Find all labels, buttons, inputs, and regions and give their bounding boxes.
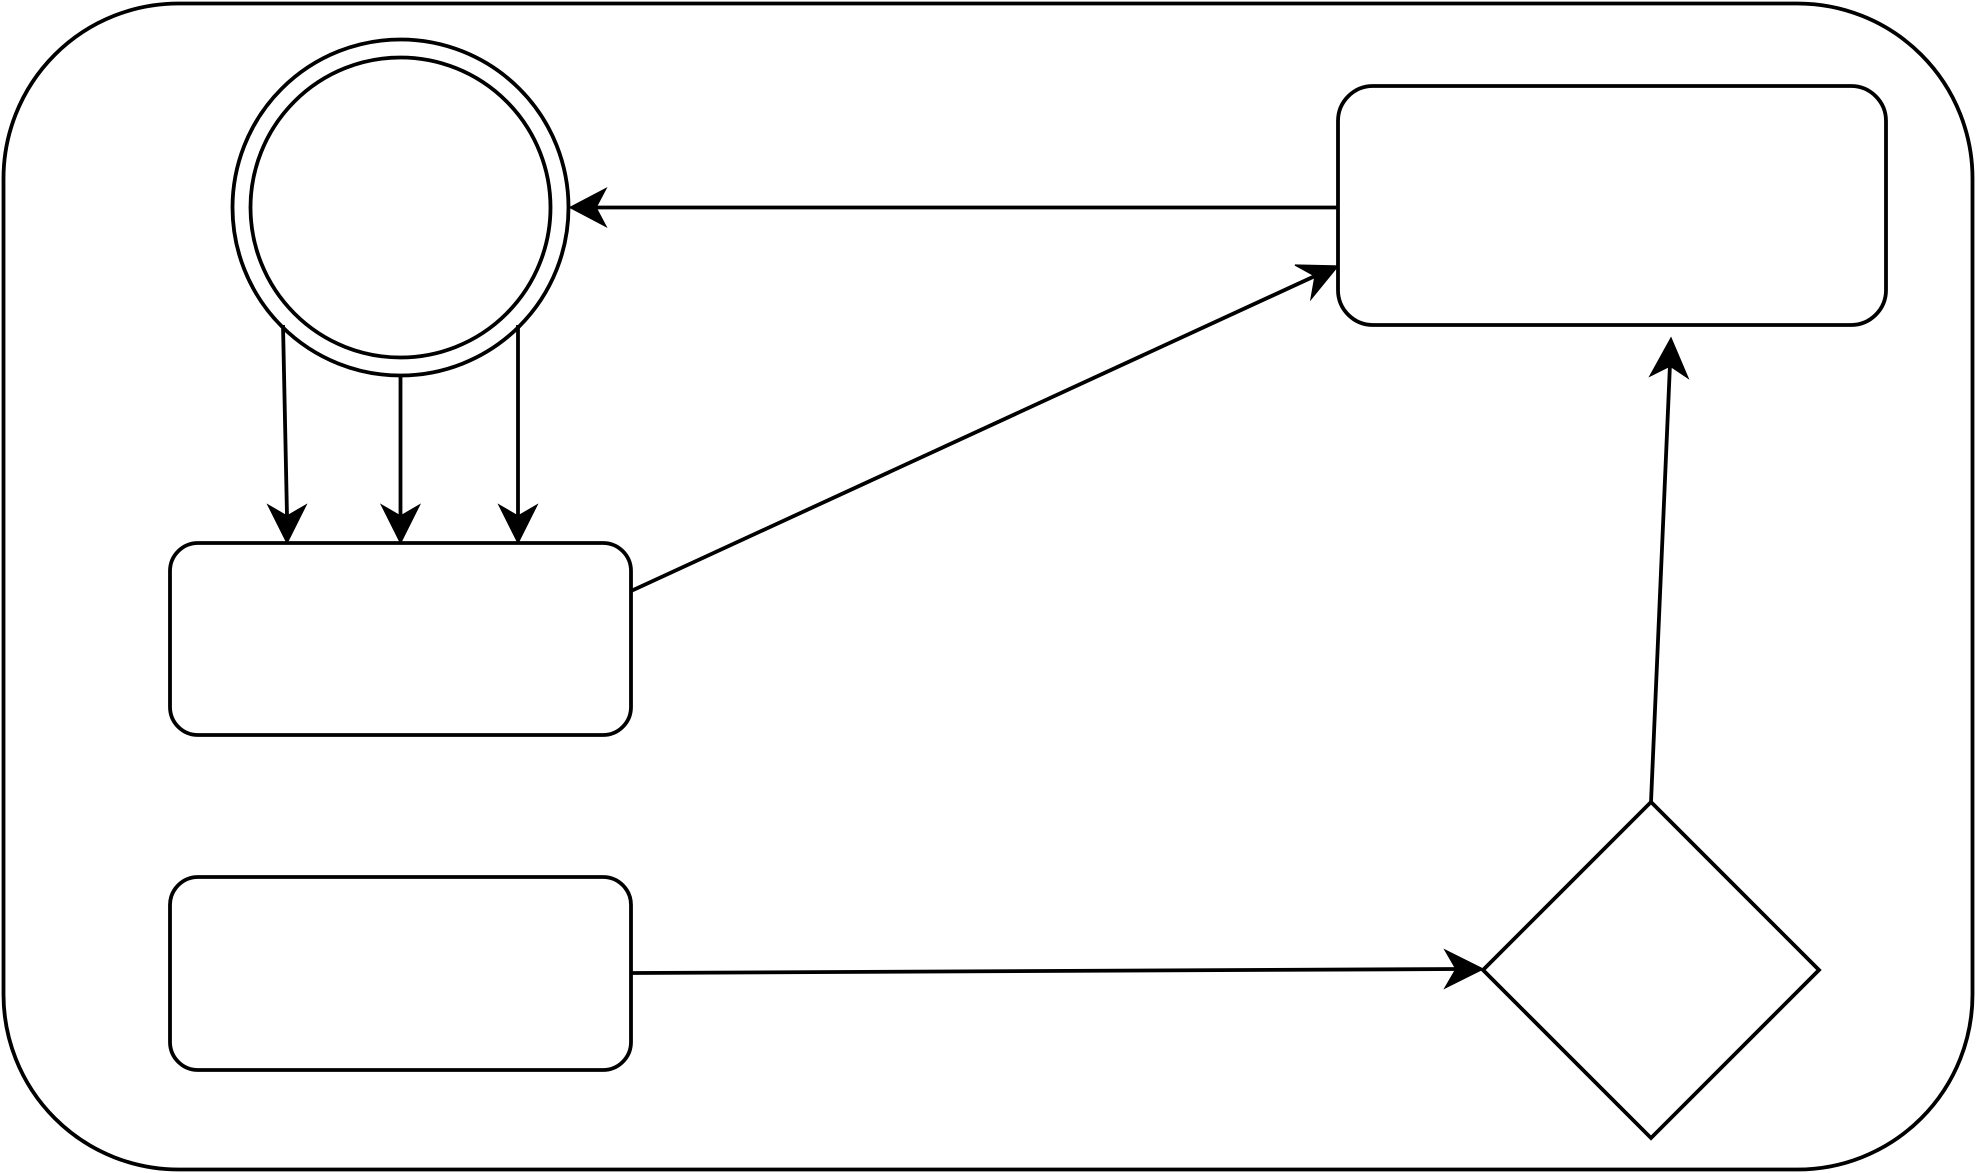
state-middle-left-box[interactable]: [168, 541, 633, 737]
edge-state-top-right-to-final-state[interactable]: [568, 186, 1338, 229]
edge-state-bottom-left-to-decision[interactable]: [630, 948, 1485, 990]
final-state-inner-ring: [248, 55, 553, 360]
arrowhead: [568, 186, 608, 229]
edges: [266, 186, 1690, 990]
arrowhead: [379, 503, 422, 545]
edge-decision-to-state-top-right[interactable]: [1648, 336, 1690, 803]
edge-final-state-to-state-middle-left-1[interactable]: [266, 324, 308, 545]
arrowhead: [266, 503, 308, 545]
arrowhead: [1648, 336, 1690, 380]
edge-final-state-to-state-middle-left-2[interactable]: [379, 375, 422, 545]
arrowhead: [1294, 264, 1340, 302]
edge-final-state-to-state-middle-left-3[interactable]: [497, 325, 539, 545]
decision-diamond[interactable]: [1480, 799, 1822, 1141]
state-bottom-left-box[interactable]: [168, 875, 633, 1072]
state-top-right-box[interactable]: [1336, 84, 1888, 327]
final-state-node[interactable]: [230, 37, 571, 378]
arrowhead: [497, 503, 539, 545]
edge-state-middle-left-to-state-top-right[interactable]: [630, 264, 1340, 593]
arrowhead: [1443, 948, 1485, 990]
